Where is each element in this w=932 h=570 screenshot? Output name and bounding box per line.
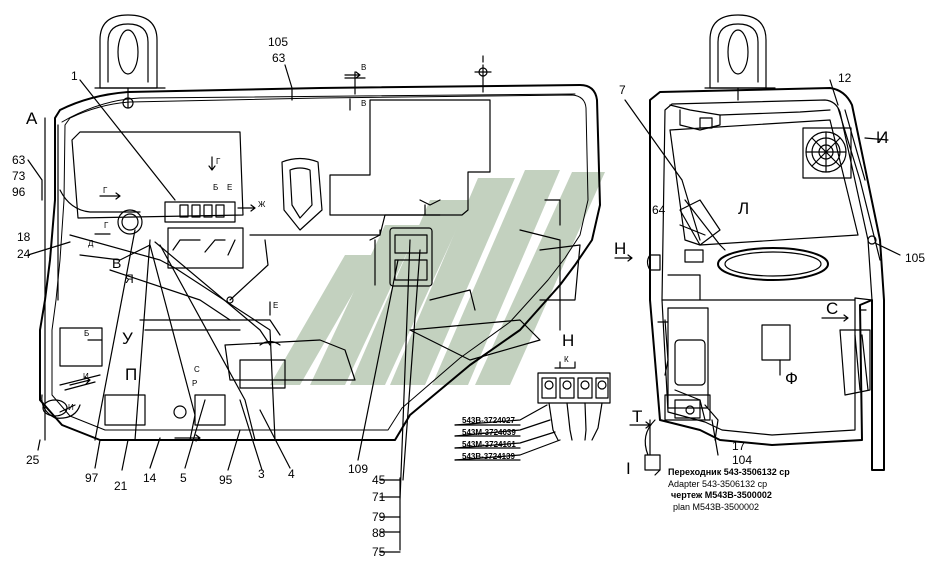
- callout-88: 88: [372, 526, 386, 540]
- section-R: Р: [192, 379, 198, 388]
- section-G3: Г: [104, 221, 109, 230]
- adapter-note-ru: Переходник 543-3506132 ср: [668, 467, 790, 477]
- section-I3: И: [876, 128, 889, 147]
- section-Ya: Я: [125, 272, 134, 286]
- callout-104: 104: [732, 453, 753, 467]
- section-G2: Г: [103, 186, 108, 195]
- section-D: Д: [88, 239, 94, 248]
- callout-17: 17: [732, 439, 746, 453]
- callout-25: 25: [26, 453, 40, 467]
- callout-71: 71: [372, 490, 386, 504]
- callout-24: 24: [17, 247, 31, 261]
- callout-79: 79: [372, 510, 386, 524]
- section-B2: Б: [213, 183, 219, 192]
- part-number-1: 543В-3724027: [462, 416, 515, 425]
- plan-note-en: plan M543B-3500002: [673, 502, 760, 512]
- section-V3: В: [112, 255, 122, 271]
- section-V2: В: [361, 99, 367, 108]
- section-V1: В: [361, 63, 367, 72]
- section-G1: Г: [216, 157, 221, 166]
- callout-14: 14: [143, 471, 157, 485]
- callout-1: 1: [71, 69, 78, 83]
- callout-18: 18: [17, 230, 31, 244]
- section-I-roman: I: [626, 459, 631, 478]
- part-number-2: 543М-3724039: [462, 428, 516, 437]
- section-I2: И: [68, 403, 74, 412]
- section-I1: И: [83, 372, 89, 381]
- section-T: Т: [632, 407, 643, 426]
- left-cab-view: [27, 14, 601, 553]
- section-Zh: Ж: [258, 200, 266, 209]
- callout-73: 73: [12, 169, 26, 183]
- section-L: Л: [738, 199, 750, 218]
- callout-5: 5: [180, 471, 187, 485]
- section-K: К: [564, 355, 569, 364]
- callout-96: 96: [12, 185, 26, 199]
- watermark-logo: [270, 170, 605, 385]
- callout-21: 21: [114, 479, 128, 493]
- section-P: П: [125, 365, 138, 384]
- section-A: А: [26, 109, 38, 128]
- section-S: С: [194, 365, 200, 374]
- callout-64: 64: [652, 203, 666, 217]
- callout-3: 3: [258, 467, 265, 481]
- part-number-4: 543В-3724139: [462, 452, 515, 461]
- adapter-note-en: Adapter 543-3506132 cp: [668, 479, 768, 489]
- callout-63b: 63: [12, 153, 26, 167]
- callout-95: 95: [219, 473, 233, 487]
- section-B1: Б: [84, 329, 90, 338]
- callout-75: 75: [372, 545, 386, 559]
- callout-105a: 105: [268, 35, 289, 49]
- section-E2: Е: [273, 301, 279, 310]
- plan-note-ru: чертеж М543В-3500002: [671, 490, 772, 500]
- connector-inset-N: [454, 361, 611, 461]
- section-N2: Н: [614, 239, 627, 258]
- section-E1: Е: [227, 183, 233, 192]
- right-cab-view: [614, 14, 901, 476]
- callout-63a: 63: [272, 51, 286, 65]
- callout-105b: 105: [905, 251, 926, 265]
- section-F: Ф: [785, 369, 798, 388]
- callout-97: 97: [85, 471, 99, 485]
- callout-12: 12: [838, 71, 852, 85]
- callout-45: 45: [372, 473, 386, 487]
- section-U: У: [122, 329, 133, 348]
- callout-7: 7: [619, 83, 626, 97]
- callout-109: 109: [348, 462, 369, 476]
- section-S2: С: [826, 299, 839, 318]
- part-number-3: 543М-3724161: [462, 440, 516, 449]
- section-N1: Н: [562, 331, 575, 350]
- callout-4: 4: [288, 467, 295, 481]
